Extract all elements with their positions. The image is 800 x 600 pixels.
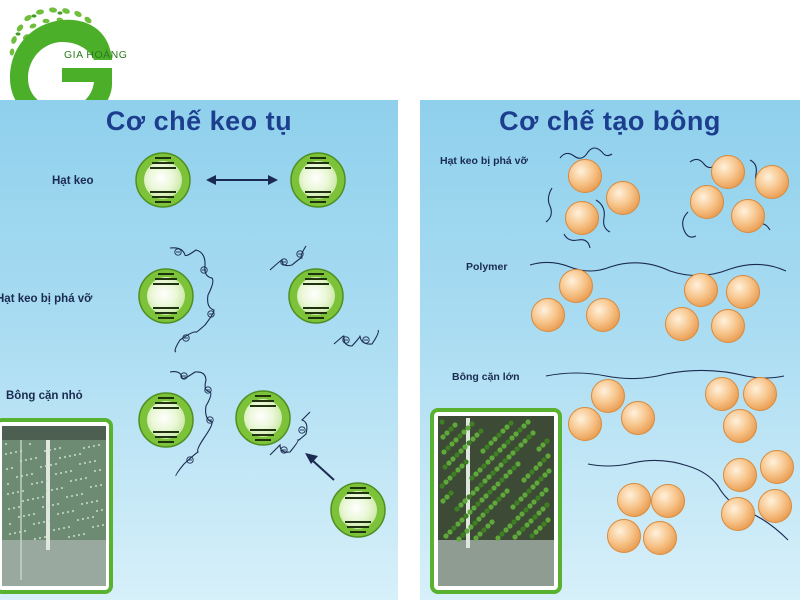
label-broken-particle: Hạt keo bị phá vỡ — [0, 293, 93, 305]
colloid-particle — [290, 152, 346, 208]
polymer-particle — [591, 379, 625, 413]
polymer-strand-2 — [545, 369, 785, 380]
polymer-particle — [731, 199, 765, 233]
flocculation-title: Cơ chế tạo bông — [499, 106, 721, 136]
polymer-particle — [568, 407, 602, 441]
large-floc-photo — [430, 408, 562, 594]
colloid-particle — [330, 482, 386, 538]
polymer-particle — [711, 155, 745, 189]
polymer-particle — [690, 185, 724, 219]
polymer-particle — [568, 159, 602, 193]
coagulation-panel: Cơ chế keo tụ Hạt keo Hạt keo bị phá vỡ … — [0, 100, 398, 600]
coagulation-diagram — [0, 152, 386, 594]
polymer-particle — [621, 401, 655, 435]
polymer-particle — [531, 298, 565, 332]
label-large-floc: Bông cặn lớn — [452, 371, 520, 383]
polymer-chain — [563, 233, 591, 249]
charged-polymer-chain — [333, 329, 379, 347]
polymer-particle — [684, 273, 718, 307]
polymer-strand — [529, 261, 787, 277]
charged-polymer-chain — [169, 371, 214, 477]
charged-polymer-chain — [269, 411, 311, 456]
polymer-chain — [559, 147, 613, 159]
polymer-particle — [606, 181, 640, 215]
colloid-particle — [138, 392, 194, 448]
polymer-particle — [760, 450, 794, 484]
polymer-particle — [665, 307, 699, 341]
polymer-particle — [617, 483, 651, 517]
label-broken-particle-right: Hạt keo bị phá vỡ — [440, 155, 528, 167]
label-polymer: Polymer — [466, 261, 508, 273]
polymer-particle — [723, 458, 757, 492]
polymer-particle — [651, 484, 685, 518]
polymer-particle — [607, 519, 641, 553]
coagulation-title: Cơ chế keo tụ — [105, 106, 293, 136]
polymer-particle — [755, 165, 789, 199]
gia-hoang-logo: GIA HOÀNG — [0, 0, 130, 125]
polymer-chain — [545, 187, 553, 223]
polymer-particle — [758, 489, 792, 523]
polymer-particle — [643, 521, 677, 555]
logo-text: GIA HOÀNG — [64, 49, 128, 61]
collision-arrow — [305, 453, 335, 481]
colloid-particle — [235, 390, 291, 446]
label-small-floc: Bông cặn nhỏ — [6, 390, 83, 402]
polymer-particle — [711, 309, 745, 343]
polymer-particle — [565, 201, 599, 235]
colloid-particle — [138, 268, 194, 324]
logo-icon — [9, 7, 112, 124]
polymer-particle — [586, 298, 620, 332]
colloid-particle — [135, 152, 191, 208]
charged-polymer-chain — [269, 245, 307, 271]
flocculation-diagram — [430, 147, 794, 594]
polymer-chain — [682, 211, 697, 238]
charged-polymer-chain — [169, 247, 215, 353]
colloid-particle — [288, 268, 344, 324]
polymer-chain — [595, 199, 611, 233]
repulsion-arrow — [206, 175, 278, 185]
flocculation-panel: Cơ chế tạo bông Hạt keo bị phá vỡ Polyme… — [420, 100, 800, 600]
polymer-particle — [723, 409, 757, 443]
polymer-particle — [705, 377, 739, 411]
label-particle: Hạt keo — [52, 175, 94, 187]
polymer-particle — [743, 377, 777, 411]
polymer-particle — [721, 497, 755, 531]
small-floc-photo — [0, 418, 113, 594]
polymer-particle — [726, 275, 760, 309]
polymer-particle — [559, 269, 593, 303]
